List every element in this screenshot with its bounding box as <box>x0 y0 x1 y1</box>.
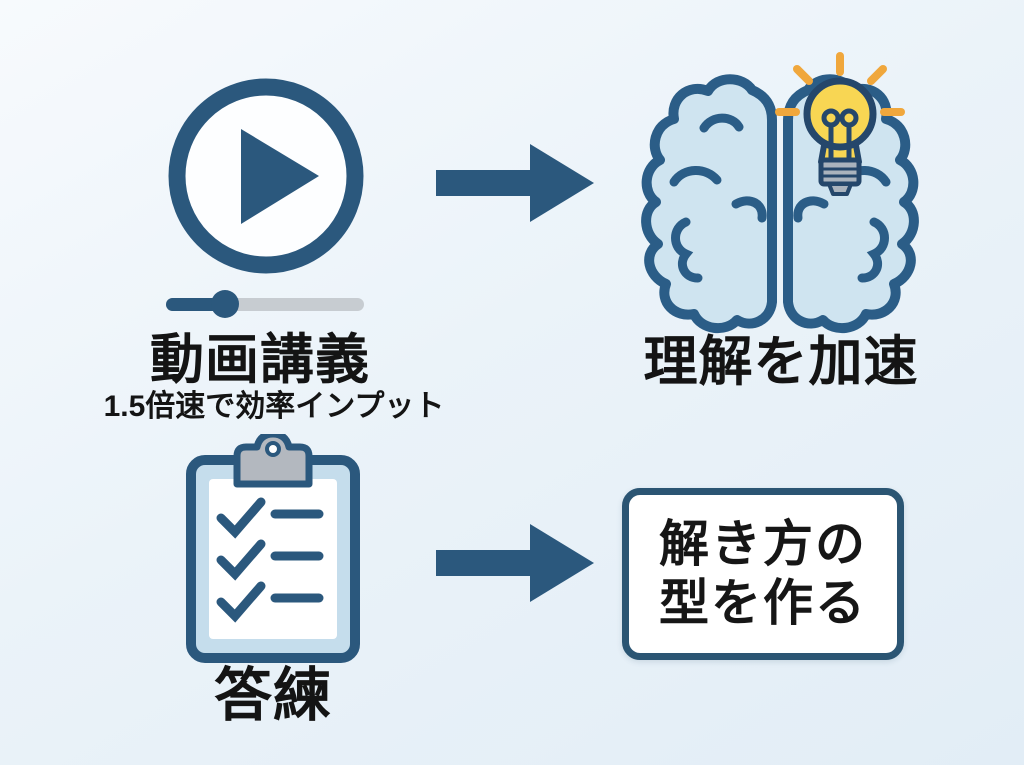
lightbulb-icon <box>775 52 905 196</box>
checklist-rows <box>216 497 324 623</box>
result-box-line1: 解き方の <box>659 516 867 572</box>
result-box: 解き方の 型を作る <box>622 488 904 660</box>
brain-lightbulb-icon <box>640 52 920 342</box>
practice-title: 答練 <box>213 663 332 728</box>
checklist-clipboard-icon <box>186 434 360 663</box>
arrow-right-icon <box>436 144 594 222</box>
video-title: 動画講義 <box>150 330 370 390</box>
understanding-title: 理解を加速 <box>643 332 919 392</box>
result-box-line2: 型を作る <box>659 575 867 631</box>
play-triangle-icon <box>241 129 319 224</box>
lightbulb-rays <box>775 52 905 116</box>
clip-hole <box>265 441 281 457</box>
video-subtitle: 1.5倍速で効率インプット <box>103 390 445 423</box>
progress-knob <box>211 290 239 318</box>
arrow-right-icon <box>436 524 594 602</box>
video-play-progress-icon <box>166 78 364 318</box>
brain-left-hemisphere <box>646 79 772 328</box>
clipboard-clip <box>233 434 313 488</box>
